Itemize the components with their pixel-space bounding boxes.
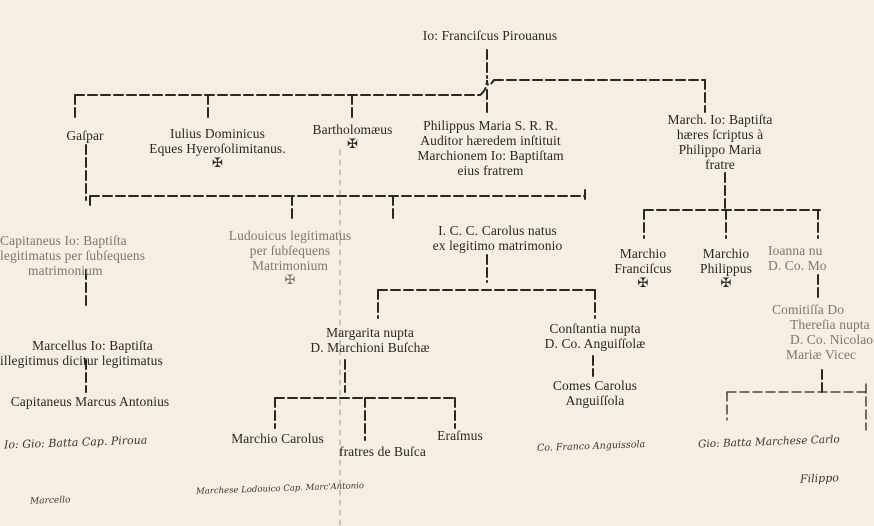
node-root: Io: Franciſcus Pirouanus — [390, 28, 590, 43]
marchio-philippus-line1: Marchio — [702, 246, 750, 261]
marchio-philippus-cross-icon: ✠ — [720, 275, 732, 290]
ludouicus-line3: Matrimonium — [251, 258, 329, 273]
node-philippus: Philippus Maria S. R. R. Auditor hæredem… — [408, 118, 573, 178]
comitissa-line4: Mariæ Vicec — [786, 347, 857, 362]
node-fratres-de-busca: fratres de Buſca — [320, 444, 445, 459]
marchio-carolus-name: Marchio Carolus — [231, 431, 324, 446]
node-march-io-baptista: March. Io: Baptiſta hæres ſcriptus à Phi… — [650, 112, 790, 172]
marchio-franciscus-cross-icon: ✠ — [637, 275, 649, 290]
node-marchio-franciscus: Marchio Franciſcus ✠ — [605, 246, 681, 290]
signature-right-2: Filippo — [799, 471, 840, 486]
comitissa-line2: Thereſia nupta — [790, 317, 870, 332]
philippus-line4: eius fratrem — [457, 163, 524, 178]
constantia-line2: D. Co. Anguiſſolæ — [544, 336, 646, 351]
marchio-franciscus-line1: Marchio — [619, 246, 667, 261]
marchio-philippus-line2: Philippus — [700, 261, 752, 276]
node-ludouicus: Ludouicus legitimatus per ſubſequens Mat… — [205, 228, 375, 287]
philippus-line3: Marchionem Io: Baptiſtam — [417, 148, 564, 163]
node-iulius: Iulius Dominicus Eques Hyeroſolimitanus.… — [130, 126, 305, 170]
root-name: Io: Franciſcus Pirouanus — [422, 28, 558, 43]
node-icc-carolus: I. C. C. Carolus natus ex legitimo matri… — [415, 223, 580, 253]
margarita-line2: D. Marchioni Buſchæ — [310, 340, 430, 355]
ludouicus-line1: Ludouicus legitimatus — [228, 228, 352, 243]
node-marchio-philippus: Marchio Philippus ✠ — [688, 246, 764, 290]
iulius-line1: Iulius Dominicus — [170, 126, 265, 141]
comitissa-line1: Comitiſſa Do — [772, 302, 845, 317]
marcellus-line1: Marcellus Io: Baptiſta — [32, 338, 153, 353]
node-ioanna: Ioanna nu D. Co. Mo — [768, 243, 868, 273]
node-comitissa: Comitiſſa Do Thereſia nupta D. Co. Nicol… — [772, 302, 874, 362]
ludouicus-line2: per ſubſequens — [249, 243, 331, 258]
gaspar-name: Gaſpar — [66, 128, 104, 143]
march-io-line4: fratre — [705, 157, 735, 172]
node-marchio-carolus: Marchio Carolus — [215, 431, 340, 446]
capitaneus-line3: matrimonium — [28, 263, 103, 278]
marchio-franciscus-line2: Franciſcus — [614, 261, 672, 276]
constantia-line1: Conſtantia nupta — [549, 321, 641, 336]
ioanna-line2: D. Co. Mo — [768, 258, 827, 273]
iulius-cross-icon: ✠ — [212, 155, 223, 170]
fratres-name: fratres de Buſca — [338, 444, 427, 459]
signature-left-2: Marcello — [29, 495, 71, 507]
marcellus-line2: illegitimus dicitur legitimatus — [0, 353, 163, 368]
node-erasmus: Eraſmus — [420, 428, 500, 443]
node-marcellus: Marcellus Io: Baptiſta illegitimus dicit… — [0, 338, 185, 368]
node-capitaneus-marcus: Capitaneus Marcus Antonius — [0, 394, 180, 409]
capitaneus-marcus-name: Capitaneus Marcus Antonius — [10, 394, 170, 409]
march-io-line1: March. Io: Baptiſta — [667, 112, 773, 127]
node-constantia: Conſtantia nupta D. Co. Anguiſſolæ — [520, 321, 670, 351]
capitaneus-line1: Capitaneus Io: Baptiſta — [0, 233, 127, 248]
comes-carolus-line1: Comes Carolus — [552, 378, 638, 393]
philippus-line1: Philippus Maria S. R. R. — [423, 118, 558, 133]
erasmus-name: Eraſmus — [437, 428, 483, 443]
node-gaspar: Gaſpar — [55, 128, 115, 143]
comitissa-line3: D. Co. Nicolao — [790, 332, 874, 347]
icc-carolus-line1: I. C. C. Carolus natus — [438, 223, 557, 238]
philippus-line2: Auditor hæredem inſtituit — [420, 133, 561, 148]
icc-carolus-line2: ex legitimo matrimonio — [432, 238, 563, 253]
bartholomaeus-name: Bartholomæus — [312, 122, 393, 137]
node-comes-carolus: Comes Carolus Anguiſſola — [530, 378, 660, 408]
capitaneus-line2: legitimatus per ſubſequens — [0, 248, 146, 263]
comes-carolus-line2: Anguiſſola — [565, 393, 625, 408]
bartholomaeus-cross-icon: ✠ — [347, 136, 358, 151]
march-io-line3: Philippo Maria — [678, 142, 762, 157]
iulius-line2: Eques Hyeroſolimitanus. — [149, 141, 286, 156]
node-bartholomaeus: Bartholomæus ✠ — [305, 122, 400, 151]
march-io-line2: hæres ſcriptus à — [676, 127, 764, 142]
ludouicus-cross-icon: ✠ — [284, 272, 296, 287]
ioanna-line1: Ioanna nu — [768, 243, 823, 258]
node-capitaneus-io-baptista: Capitaneus Io: Baptiſta legitimatus per … — [0, 233, 160, 278]
margarita-line1: Margarita nupta — [326, 325, 414, 340]
node-margarita: Margarita nupta D. Marchioni Buſchæ — [290, 325, 450, 355]
